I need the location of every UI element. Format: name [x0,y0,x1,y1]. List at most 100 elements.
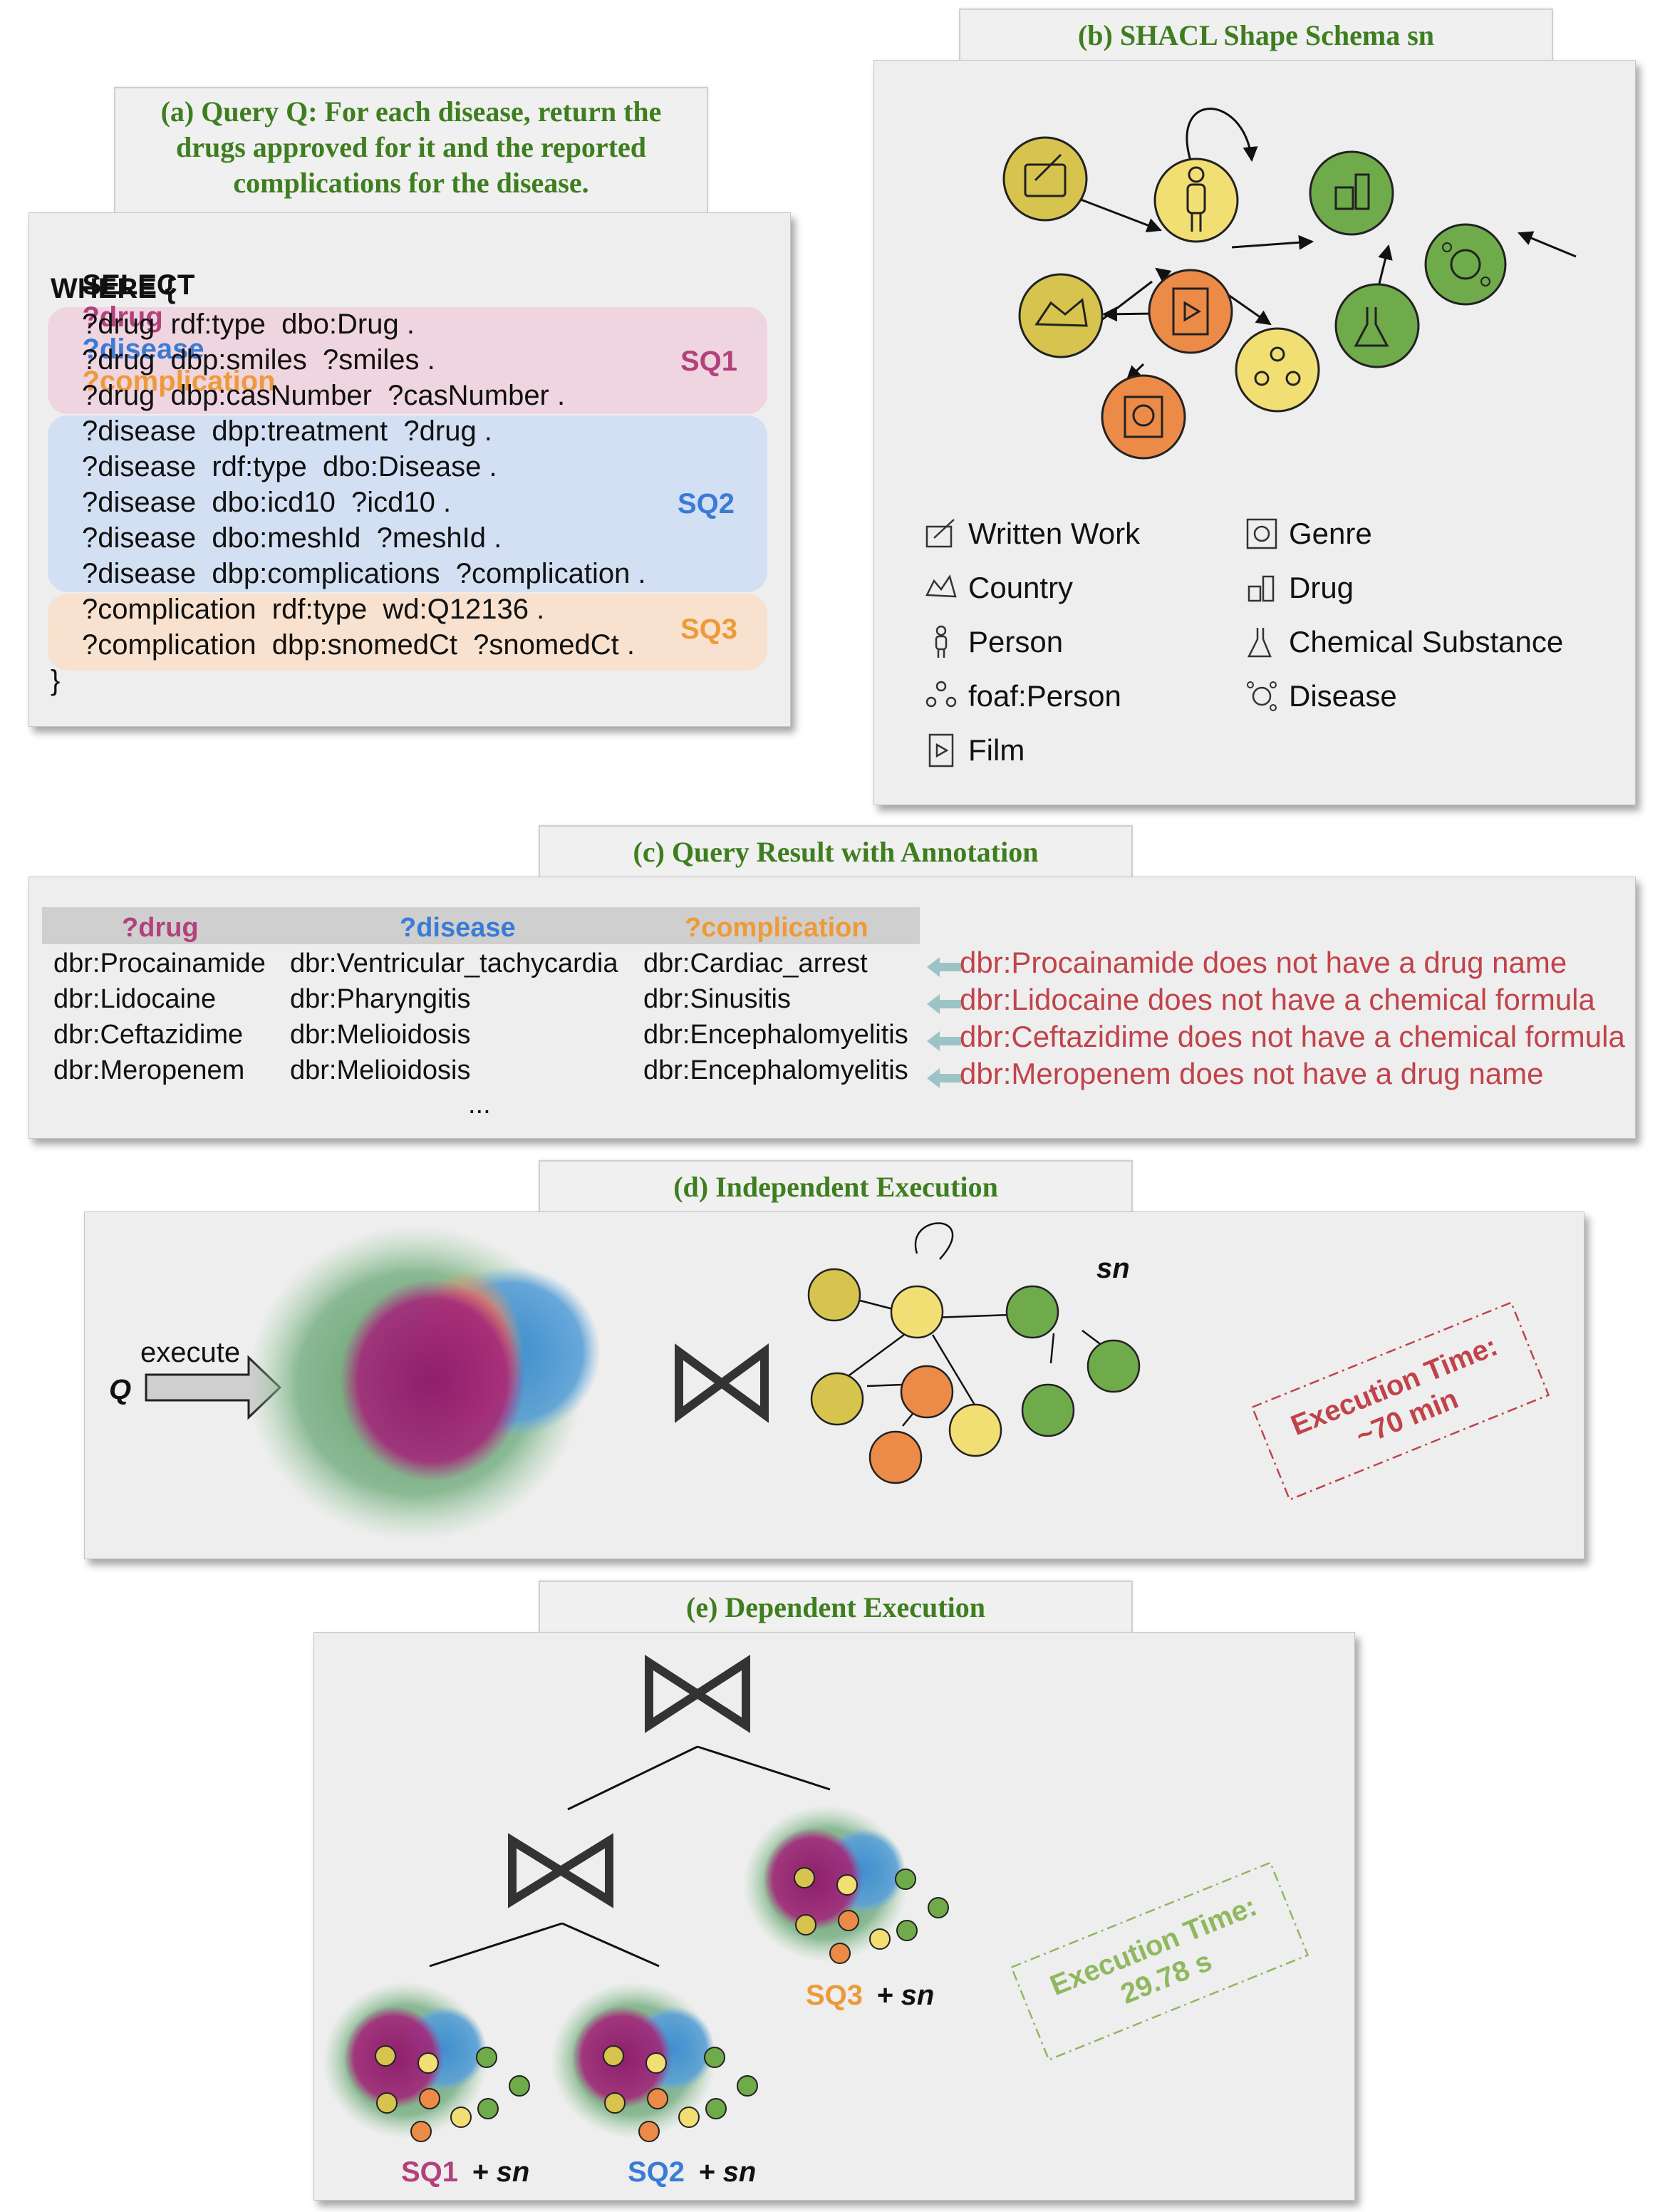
sq2-plus-sn: SQ2 + sn [628,2156,756,2188]
annotation-text: dbr:Meropenem does not have a drug name [960,1057,1544,1090]
sq2-line: ?disease rdf:type dbo:Disease . [82,451,497,482]
sq3-label: SQ3 [806,1980,863,2011]
execution-time-box: Execution Time: 29.78 s [1010,1861,1309,2062]
where-line: WHERE { [51,273,176,304]
schema-edges [1072,108,1577,381]
genre-node [1101,374,1186,460]
person-node [1153,157,1239,243]
panel-e-title-tab: (e) Dependent Execution [539,1581,1133,1633]
join-operator-top [645,1654,750,1734]
panel-b-title: (b) SHACL Shape Schema sn [1077,19,1435,51]
execute-label: execute [140,1337,240,1368]
panel-d-title-tab: (d) Independent Execution [539,1160,1133,1213]
plus-sn-label: + sn [876,1980,934,2011]
table-cell: dbr:Encephalomyelitis [643,1055,908,1085]
sq1-highlight [48,307,767,414]
table-cell: dbr:Encephalomyelitis [643,1020,908,1050]
legend-genre: Genre [1245,517,1372,551]
dependent-execution-figure: SQ3 + sn SQ1 + sn [323,1654,1309,2188]
disease-node [1424,223,1507,306]
annotation-arrows [927,957,961,1088]
plan-edges [429,1745,831,1968]
legend-label: Written Work [968,517,1141,550]
chemical-substance-node [1334,283,1420,368]
panel-d-title: (d) Independent Execution [673,1171,998,1203]
sq1-line: ?drug dbp:smiles ?smiles . [82,344,435,376]
sq2-line: ?disease dbo:meshId ?meshId . [82,522,502,554]
sq2-line: ?disease dbo:icd10 ?icd10 . [82,487,452,518]
panel-e-dependent: SQ3 + sn SQ1 + sn [313,1632,1355,2201]
legend-label: Country [968,571,1074,604]
independent-execution-figure: Q execute sn [109,1222,1550,1541]
sq2-highlight [48,415,767,592]
annotation-text: dbr:Procainamide does not have a drug na… [960,946,1567,979]
written-work-icon [925,519,955,548]
sq3-line: ?complication dbp:snomedCt ?snomedCt . [82,629,635,661]
legend-drug: Drug [1245,571,1354,605]
table-cell: dbr:Meropenem [53,1055,245,1085]
foaf-person-icon [925,681,957,708]
panel-d-independent: Q execute sn [84,1211,1584,1559]
table-ellipsis: ... [468,1090,491,1120]
foaf-person-node [1235,327,1320,413]
table-cell: dbr:Melioidosis [290,1055,471,1085]
panel-e-title: (e) Dependent Execution [686,1591,985,1623]
table-cell: dbr:Cardiac_arrest [643,949,868,978]
sn-label: sn [1096,1253,1130,1284]
annotation-text: dbr:Ceftazidime does not have a chemical… [960,1020,1625,1053]
sq2-line: ?disease dbp:treatment ?drug . [82,415,492,447]
panel-c-results: ?drug ?disease ?complication dbr:Procain… [28,877,1636,1139]
panel-a-title-line3: complications for the disease. [233,167,589,199]
sq3-plus-sn: SQ3 + sn [806,1980,934,2011]
execution-time-box: Execution Time: ~70 min [1251,1301,1550,1502]
sq1-label: SQ1 [401,2156,458,2188]
table-cell: dbr:Pharyngitis [290,984,471,1014]
table-header-bar [42,907,920,944]
country-node [1018,273,1104,358]
var-drug: ?drug [82,301,163,333]
drug-icon [1248,575,1275,602]
sq3-mini-graph [743,1805,949,1964]
table-cell: dbr:Ceftazidime [53,1020,244,1050]
panel-b-schema: Written Work Country Person foaf:Person … [873,60,1636,805]
header-complication: ?complication [685,913,868,943]
legend-label: Chemical Substance [1289,625,1564,658]
legend-label: Person [968,625,1064,658]
legend-country: Country [924,571,1073,605]
person-icon [935,625,948,658]
q-label: Q [109,1374,131,1405]
var-disease: ?disease [82,334,204,365]
sq1-line: ?drug rdf:type dbo:Drug . [82,309,415,340]
legend-chemical-substance: Chemical Substance [1245,625,1563,659]
join-operator-mid [508,1833,613,1908]
select-keyword: SELECT [82,269,195,301]
schema-mini [807,1222,1141,1484]
knowledge-graph-cloud [247,1225,601,1541]
close-brace: } [51,665,61,696]
legend-label: Genre [1289,517,1372,550]
country-icon [925,574,957,598]
join-operator [675,1343,769,1423]
panel-a-title-line1: (a) Query Q: For each disease, return th… [160,95,662,128]
legend-person: Person [924,625,1063,659]
sq2-line: ?disease dbp:complications ?complication… [82,558,646,589]
var-complication: ?complication [82,366,276,397]
sq3-label: SQ3 [680,614,738,645]
panel-c-title: (c) Query Result with Annotation [633,836,1039,868]
sq2-label: SQ2 [628,2156,685,2188]
sq2-mini-graph [551,1982,758,2142]
sq2-label: SQ2 [678,488,735,520]
legend-disease: Disease [1245,679,1397,713]
table-cell: dbr:Ventricular_tachycardia [290,949,618,978]
legend-foaf-person: foaf:Person [924,679,1121,713]
panel-a-title-tab: (a) Query Q: For each disease, return th… [114,87,708,219]
legend-label: foaf:Person [968,679,1121,713]
sq1-label: SQ1 [680,346,738,377]
annotation-text: dbr:Lidocaine does not have a chemical f… [960,983,1595,1016]
plus-sn-label: + sn [698,2156,756,2188]
table-cell: dbr:Sinusitis [643,984,791,1014]
header-disease: ?disease [400,913,516,943]
table-cell: dbr:Procainamide [53,949,266,978]
genre-icon [1246,518,1277,549]
sq1-plus-sn: SQ1 + sn [401,2156,529,2188]
